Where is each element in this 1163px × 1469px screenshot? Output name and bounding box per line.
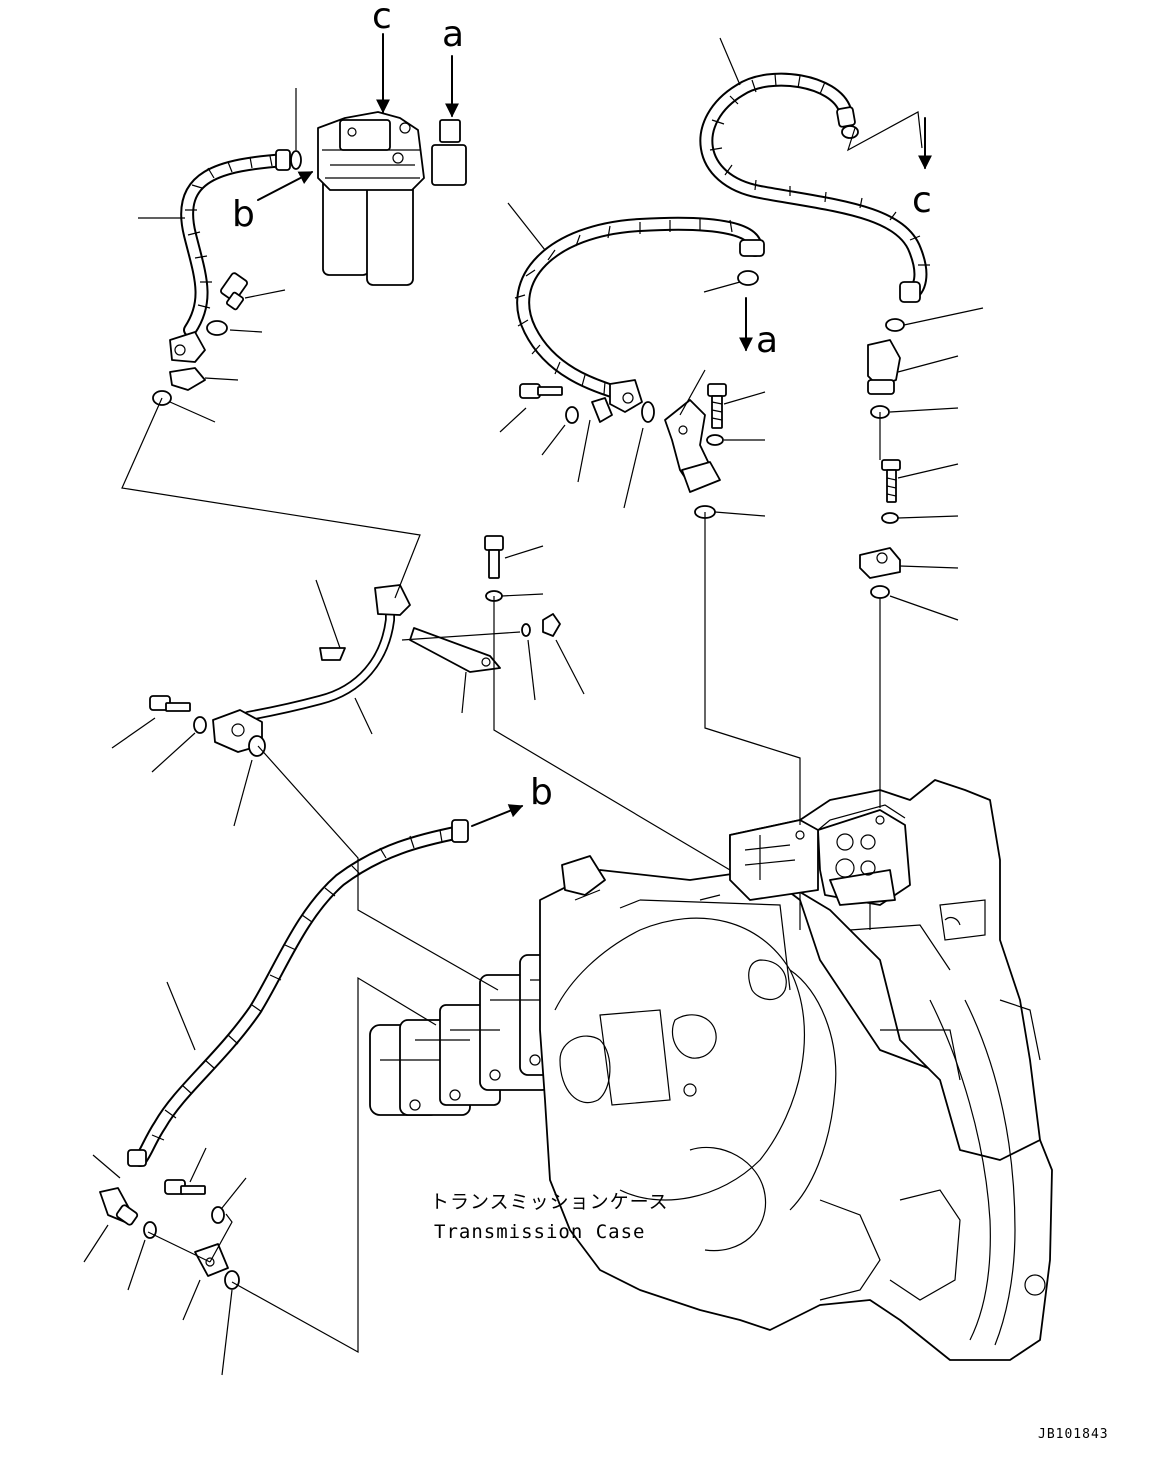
label-c-right: c <box>912 180 932 221</box>
transmission-case <box>539 779 1053 1361</box>
right-parts <box>859 318 905 599</box>
caption-english: Transmission Case <box>434 1221 645 1243</box>
assembly-lines <box>121 397 881 1354</box>
center-parts <box>484 383 727 637</box>
reference-arrows: c a b a c b <box>232 0 932 827</box>
hose-top-center <box>514 216 765 423</box>
label-b-left: b <box>232 194 255 235</box>
filter-assembly <box>317 111 467 286</box>
drawing-number: JB101843 <box>1038 1427 1109 1442</box>
label-a-center: a <box>756 320 778 361</box>
bottom-left-parts <box>99 1179 240 1290</box>
label-a-top: a <box>442 14 464 55</box>
label-b-lower: b <box>530 772 553 813</box>
label-c-top: c <box>372 0 392 37</box>
hose-left <box>152 149 302 406</box>
tube-middle <box>149 584 501 757</box>
hose-top-right <box>699 72 930 303</box>
leader-lines <box>83 37 984 1376</box>
hose-lower <box>127 819 469 1167</box>
caption-japanese: トランスミッションケース <box>430 1191 669 1213</box>
